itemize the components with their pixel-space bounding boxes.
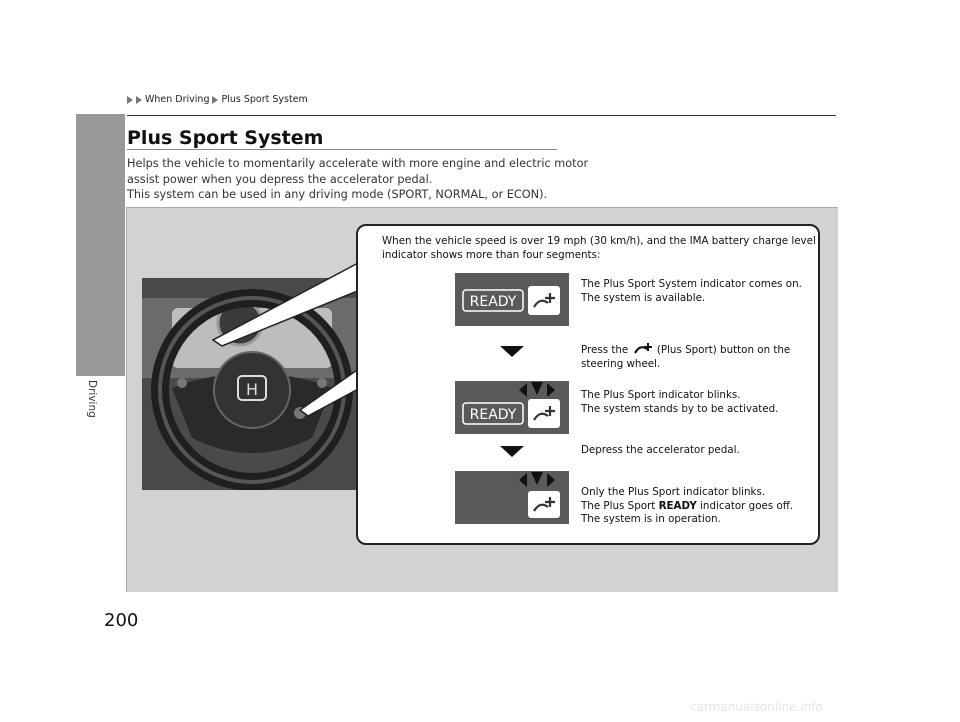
steering-wheel-illustration: H [142,278,362,490]
step2-text: The Plus Sport indicator blinks. The sys… [581,389,778,416]
breadcrumb-level1[interactable]: When Driving [145,94,210,105]
breadcrumb-arrow-icon [212,95,219,104]
breadcrumb-arrow-icon [127,95,133,104]
svg-text:READY: READY [470,407,517,423]
breadcrumb-level2[interactable]: Plus Sport System [221,94,308,105]
step1-line: The system is available. [581,291,706,304]
page-title: Plus Sport System [127,127,324,149]
step3-text: Only the Plus Sport indicator blinks. Th… [581,486,793,527]
ready-plus-sport-blinking-indicator: READY [462,382,560,428]
step2-line: The Plus Sport indicator blinks. [581,389,741,401]
sequence-callout [356,224,820,545]
action1-pre: Press the [581,344,629,356]
action2-text: Depress the accelerator pedal. [581,444,740,456]
step3-post: indicator goes off. [700,499,794,512]
plus-sport-blinking-indicator [519,472,560,518]
sequence-arrow-icon [500,346,524,357]
step3-line: The system is in operation. [581,513,721,525]
intro-line: assist power when you depress the accele… [127,172,433,186]
step3-bold: READY [658,499,697,512]
action1-post: (Plus Sport) button on the [656,344,791,356]
chapter-label: Driving [86,380,100,430]
action1-text: Press the (Plus Sport) button on the ste… [581,341,790,371]
step1-line: The Plus Sport System indicator comes on… [581,278,802,290]
title-rule [127,149,557,150]
chapter-tab [76,114,125,376]
step1-text: The Plus Sport System indicator comes on… [581,278,802,305]
step2-line: The system stands by to be activated. [581,402,779,415]
step3-pre: The Plus Sport [581,499,656,512]
intro-paragraph: Helps the vehicle to momentarily acceler… [127,156,589,203]
action1-line: steering wheel. [581,357,661,370]
step3-line: The Plus Sport READY indicator goes off. [581,500,793,514]
intro-line: Helps the vehicle to momentarily acceler… [127,157,589,170]
ready-plus-sport-indicator: READY [462,286,560,315]
page-number: 200 [104,610,139,631]
chapter-label-text: Driving [86,380,98,418]
condition-line: When the vehicle speed is over 19 mph (3… [382,235,816,247]
breadcrumb-arrow-icon [136,95,142,104]
condition-text: When the vehicle speed is over 19 mph (3… [382,235,816,262]
svg-text:READY: READY [470,294,517,310]
watermark: carmanualsonline.info [690,700,823,714]
intro-line: This system can be used in any driving m… [127,188,548,201]
condition-line: indicator shows more than four segments: [382,248,601,261]
indicator-display-ready: READY [455,273,569,326]
indicator-display-active [455,471,569,524]
svg-text:H: H [246,380,258,399]
header-rule [127,115,836,116]
sequence-arrow-icon [500,446,524,457]
plus-sport-button-icon [633,343,652,354]
step3-line: Only the Plus Sport indicator blinks. [581,486,766,498]
indicator-display-standby: READY [455,381,569,434]
breadcrumb: When Driving Plus Sport System [127,94,308,105]
